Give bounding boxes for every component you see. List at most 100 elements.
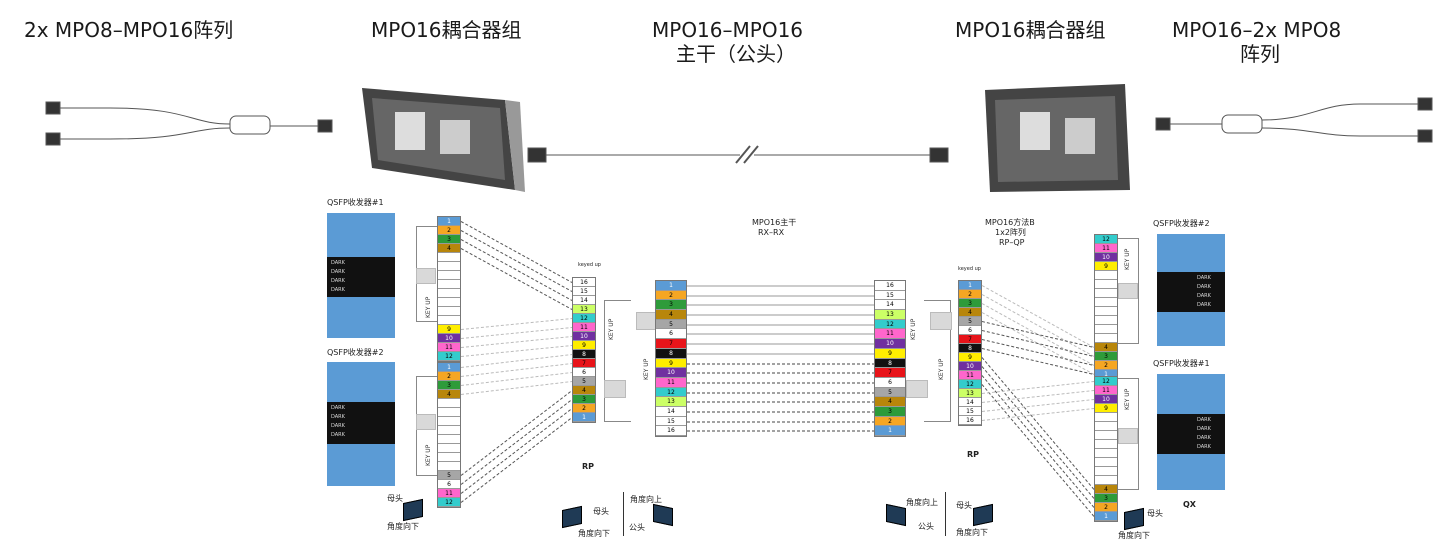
qsfp-right-2-transceiver: DARK DARK DARK DARK (1157, 234, 1225, 346)
qsfp-left-2-transceiver: DARK DARK DARK DARK (327, 362, 395, 486)
fiber-position: 5 (959, 317, 981, 326)
coupler-left-bracket (604, 300, 631, 422)
fiber-link (460, 408, 573, 494)
fiber-position (1095, 413, 1117, 422)
fiber-position (438, 417, 460, 426)
fiber-position: 5 (573, 377, 595, 386)
keyed-up-left-label: keyed up (578, 262, 601, 268)
fiber-link (460, 381, 573, 395)
fiber-position (1095, 467, 1117, 476)
fiber-link (460, 221, 573, 283)
fiber-position: 15 (875, 290, 905, 301)
fiber-position: 9 (875, 348, 905, 359)
legend-angle-down-2: 角度向下 (578, 529, 610, 538)
fiber-position: 1 (438, 363, 460, 372)
fiber-position: 4 (573, 386, 595, 395)
fiber-position: 4 (656, 310, 686, 320)
fiber-position: 4 (1095, 485, 1117, 494)
fiber-position (438, 435, 460, 444)
fiber-position: 14 (573, 296, 595, 305)
header-right-array-line1: MPO16–2x MPO8 (1172, 18, 1342, 42)
fiber-position (1095, 440, 1117, 449)
fiber-position: 15 (573, 287, 595, 296)
keyed-up-right-label: keyed up (958, 266, 981, 272)
fiber-position (1095, 307, 1117, 316)
trunk-title: MPO16主干 (752, 218, 797, 227)
fiber-position (1095, 476, 1117, 485)
fiber-position (1095, 431, 1117, 440)
fiber-position: 12 (875, 319, 905, 330)
right-bottom-bracket (1118, 378, 1139, 490)
fiber-position: 15 (656, 416, 686, 427)
header-right-array-line2: 阵列 (1240, 42, 1280, 66)
legend-angle-up-2: 角度向上 (906, 498, 938, 507)
fiber-position: 2 (875, 416, 905, 427)
fiber-link (460, 399, 573, 485)
channel-label: DARK (1197, 293, 1211, 299)
legend-divider (623, 492, 624, 536)
fiber-position: 3 (875, 406, 905, 417)
fiber-position: 10 (1095, 253, 1117, 262)
rp-left-label: RP (582, 462, 595, 471)
coupler-right-bracket (924, 300, 951, 422)
channel-label: DARK (331, 432, 345, 438)
fiber-position (1095, 449, 1117, 458)
fiber-link (981, 330, 1095, 357)
fiber-link (981, 390, 1095, 403)
fiber-link (981, 375, 1095, 508)
legend-angle-down-4: 角度向下 (1118, 531, 1150, 540)
fiber-position: 6 (438, 480, 460, 489)
fiber-link (981, 312, 1095, 375)
qsfp-dark-channels (1157, 272, 1225, 312)
fiber-position: 1 (875, 426, 905, 436)
fiber-position: 14 (959, 398, 981, 407)
fiber-position: 11 (438, 489, 460, 498)
header-right-coupler: MPO16耦合器组 (955, 18, 1106, 42)
fiber-position: 2 (1095, 503, 1117, 512)
fiber-link (460, 248, 573, 310)
fiber-position: 11 (438, 343, 460, 352)
fiber-position: 16 (656, 426, 686, 436)
fiber-position: 4 (1095, 343, 1117, 352)
trunk-right-gray-box (906, 380, 928, 398)
fiber-position: 8 (656, 348, 686, 359)
fiber-position (438, 280, 460, 289)
fiber-link (981, 294, 1095, 357)
fiber-position: 9 (438, 325, 460, 334)
fiber-position: 8 (959, 344, 981, 353)
fiber-position (438, 253, 460, 262)
legend-divider (945, 492, 946, 536)
rp-right-label: RP (967, 450, 980, 459)
fiber-position: 10 (656, 368, 686, 378)
fiber-position: 4 (875, 397, 905, 407)
qx-label: QX (1183, 500, 1196, 509)
fiber-position (438, 453, 460, 462)
header-left-coupler: MPO16耦合器组 (371, 18, 522, 42)
fiber-position: 7 (875, 368, 905, 378)
fiber-position: 3 (959, 299, 981, 308)
fiber-position (438, 444, 460, 453)
fiber-link (981, 408, 1095, 421)
fiber-position: 16 (959, 416, 981, 425)
channel-label: DARK (331, 423, 345, 429)
qsfp-right-1-transceiver: DARK DARK DARK DARK (1157, 374, 1225, 490)
fiber-position: 11 (959, 371, 981, 380)
legend-angle-down-3: 角度向下 (956, 528, 988, 537)
fiber-position (438, 399, 460, 408)
legend-female-1: 母头 (387, 494, 403, 503)
fiber-position: 1 (656, 281, 686, 291)
fiber-position: 2 (438, 372, 460, 381)
fiber-link (981, 366, 1095, 499)
fiber-position: 10 (573, 332, 595, 341)
fiber-position (1095, 289, 1117, 298)
fiber-position: 1 (438, 217, 460, 226)
channel-label: DARK (331, 405, 345, 411)
left-coupler-panel-icon (362, 88, 525, 192)
channel-label: DARK (331, 278, 345, 284)
